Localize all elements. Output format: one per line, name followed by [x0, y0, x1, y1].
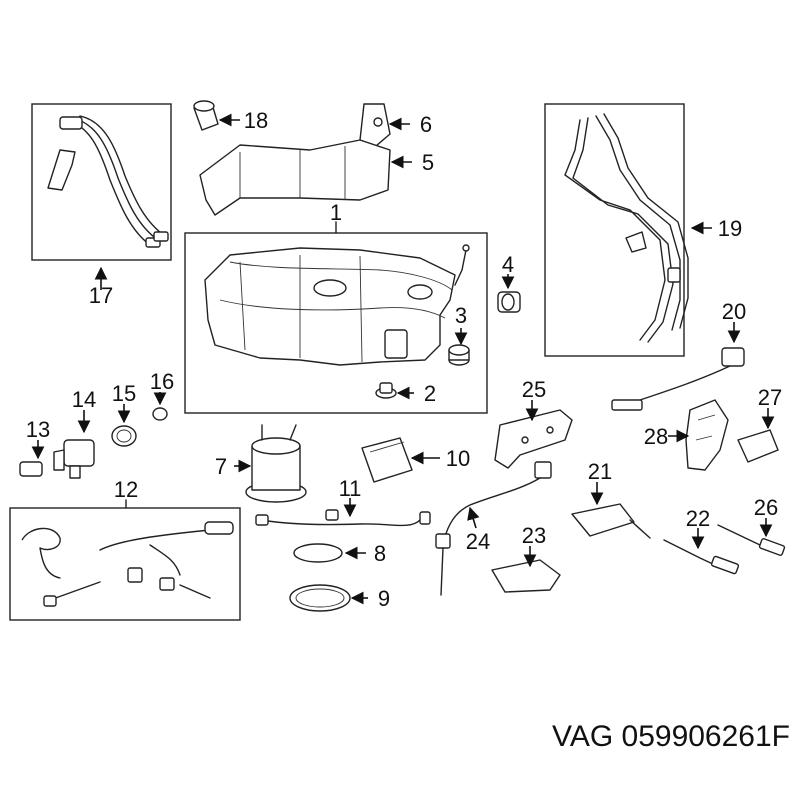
callout-12: 12 [114, 477, 138, 502]
callout-9: 9 [378, 586, 390, 611]
part-9-lock-ring [289, 584, 351, 612]
callout-18: 18 [244, 108, 268, 133]
part-17-filler-pipe [47, 115, 169, 248]
callout-28: 28 [644, 424, 668, 449]
callout-3: 3 [455, 303, 467, 328]
callout-5: 5 [422, 150, 434, 175]
part-5-heat-shield [199, 139, 391, 216]
group-box-12 [9, 507, 241, 621]
part-1-fuel-tank [204, 244, 470, 366]
part-27-sensor [737, 429, 779, 463]
callout-14: 14 [72, 387, 96, 412]
part-25-bracket [494, 409, 573, 469]
part-11-wiring-harness [255, 509, 431, 527]
part-10-control-module [361, 437, 413, 483]
part-24-sensor [435, 461, 552, 596]
part-22-temperature-sensor [663, 539, 740, 575]
callout-11: 11 [339, 476, 362, 501]
callout-27: 27 [758, 385, 782, 410]
callout-4: 4 [502, 252, 514, 277]
callout-13: 13 [26, 417, 50, 442]
part-21-control-unit [571, 503, 651, 539]
callout-25: 25 [522, 377, 546, 402]
callout-10: 10 [446, 446, 470, 471]
callout-15: 15 [112, 381, 136, 406]
callout-23: 23 [522, 523, 546, 548]
callout-20: 20 [722, 299, 746, 324]
part-4-bushing [497, 291, 521, 313]
part-3-seal [448, 344, 470, 366]
callout-19: 19 [718, 216, 742, 241]
callout-17: 17 [89, 283, 113, 308]
callout-26: 26 [754, 495, 778, 520]
part-23-bracket [491, 559, 561, 593]
callout-7: 7 [215, 454, 227, 479]
part-number-caption: VAG 059906261F [552, 720, 790, 753]
part-2-grommet [375, 382, 397, 399]
callout-22: 22 [686, 506, 710, 531]
part-19-fuel-lines [564, 113, 689, 343]
part-6-bracket [359, 103, 391, 147]
callout-16: 16 [150, 369, 174, 394]
part-12-hose-assembly [21, 521, 234, 607]
part-28-bracket [685, 399, 729, 471]
callout-21: 21 [588, 459, 612, 484]
group-box-19 [544, 103, 685, 357]
callout-6: 6 [420, 112, 432, 137]
part-13-clip [19, 461, 43, 477]
callout-24: 24 [466, 529, 490, 554]
callout-1: 1 [330, 200, 342, 225]
part-18-grommet [193, 100, 219, 131]
part-16-washer [152, 407, 168, 421]
part-20-oxygen-sensor [611, 347, 745, 411]
part-15-clamp [111, 425, 137, 447]
part-7-fuel-pump [245, 424, 307, 503]
part-14-valve [53, 439, 95, 479]
part-26-temperature-sensor [717, 524, 786, 556]
part-8-seal-ring [293, 543, 343, 563]
group-box-17 [31, 103, 172, 261]
callout-2: 2 [424, 381, 436, 406]
callout-8: 8 [374, 541, 386, 566]
